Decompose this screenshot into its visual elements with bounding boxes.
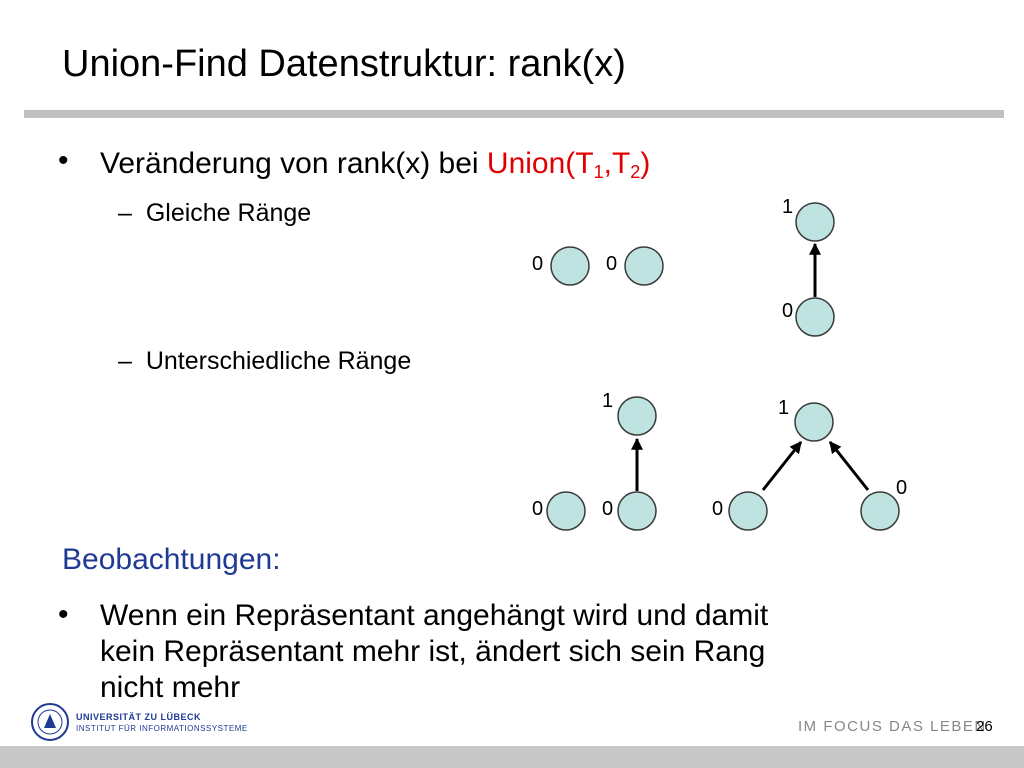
university-name: UNIVERSITÄT ZU LÜBECK	[76, 712, 201, 722]
tree-node	[794, 402, 834, 442]
rank-label: 0	[532, 253, 543, 275]
tree-node	[795, 297, 835, 337]
tree-node	[795, 202, 835, 242]
rank-label: 1	[782, 196, 793, 218]
tree-node	[617, 396, 657, 436]
parent-arrow	[761, 441, 803, 491]
parent-arrow	[828, 441, 870, 491]
equal-ranks-after: 1 0	[782, 196, 835, 337]
institute-name: INSTITUT FÜR INFORMATIONSSYSTEME	[76, 724, 248, 733]
sub-item-equal-ranks: – Gleiche Ränge	[118, 199, 312, 227]
different-ranks-after: 1 0 0	[712, 397, 907, 531]
footer-bar	[0, 746, 1024, 768]
sub-item-different-ranks: – Unterschiedliche Ränge	[118, 347, 412, 375]
bullet-marker: •	[58, 144, 69, 177]
rank-label: 1	[602, 390, 613, 412]
union-expression: Union(T1,T2)	[486, 147, 651, 182]
rank-label: 0	[712, 498, 723, 520]
tree-node	[860, 491, 900, 531]
tree-node	[624, 246, 664, 286]
bullet-union-rank: Veränderung von rank(x) bei Union(T1,T2)	[100, 146, 650, 182]
bullet-text: Veränderung von rank(x) bei	[100, 147, 487, 180]
title-divider	[24, 110, 1004, 118]
footer-slogan: IM FOCUS DAS LEBEN	[798, 718, 987, 735]
different-ranks-before: 0 1 0	[532, 390, 657, 531]
rank-label: 1	[778, 397, 789, 419]
observation-line: kein Repräsentant mehr ist, ändert sich …	[100, 635, 766, 668]
slide-title: Union-Find Datenstruktur: rank(x)	[62, 43, 626, 85]
rank-label: 0	[606, 253, 617, 275]
observation-line: nicht mehr	[100, 671, 241, 704]
tree-node	[728, 491, 768, 531]
bullet-marker: •	[58, 598, 69, 631]
tree-node	[617, 491, 657, 531]
observation-bullet: Wenn ein Repräsentant angehängt wird und…	[100, 598, 960, 706]
rank-label: 0	[896, 477, 907, 499]
rank-label: 0	[782, 300, 793, 322]
rank-label: 0	[532, 498, 543, 520]
rank-label: 0	[602, 498, 613, 520]
page-number: 26	[976, 718, 993, 735]
university-seal-icon	[31, 703, 69, 741]
tree-node	[546, 491, 586, 531]
observation-line: Wenn ein Repräsentant angehängt wird und…	[100, 599, 769, 632]
observations-heading: Beobachtungen:	[62, 543, 281, 576]
tree-node	[550, 246, 590, 286]
equal-ranks-before: 0 0	[532, 246, 664, 286]
